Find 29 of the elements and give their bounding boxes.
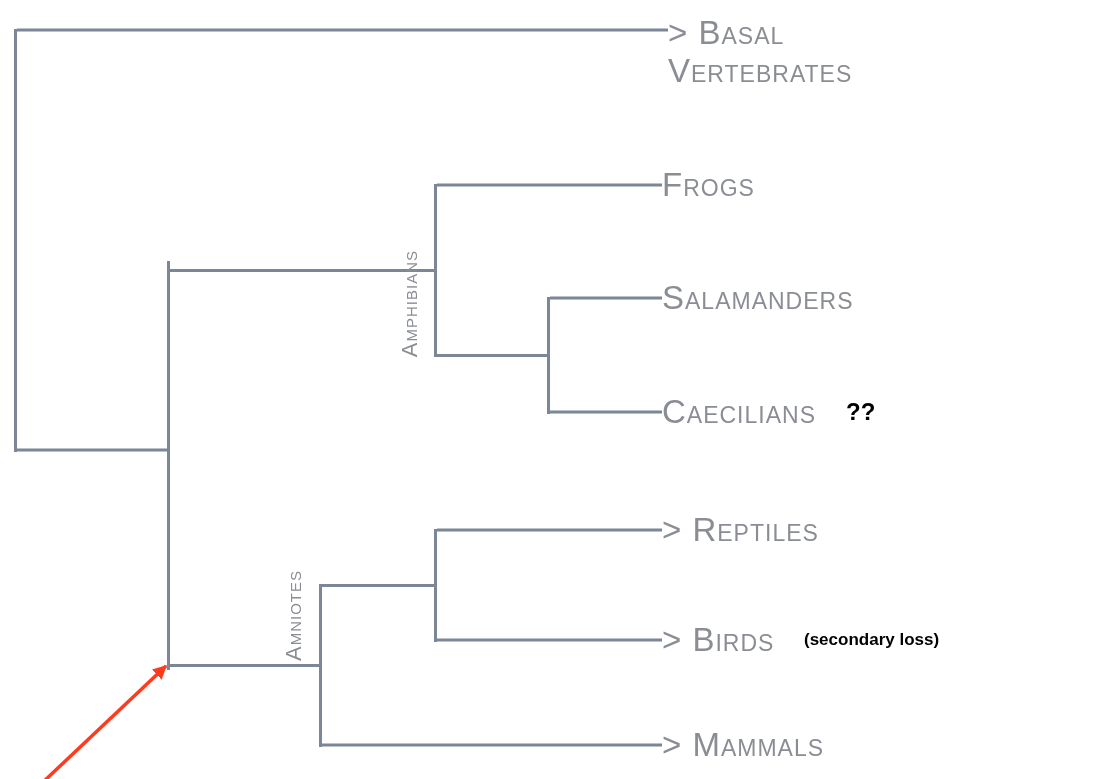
branch-line bbox=[437, 528, 662, 532]
branch-line bbox=[170, 269, 434, 272]
branch-line bbox=[550, 410, 662, 414]
clade-label: Amniotes bbox=[282, 570, 306, 661]
clade-branch-bar bbox=[433, 183, 437, 357]
branch-line bbox=[322, 743, 662, 747]
branch-line bbox=[550, 296, 662, 300]
branch-line bbox=[437, 638, 662, 642]
taxon-label: > Reptiles bbox=[662, 511, 819, 549]
clade-branch-bar bbox=[166, 260, 170, 670]
taxon-label: > Basal Vertebrates bbox=[668, 14, 918, 90]
branch-line bbox=[17, 28, 668, 32]
clade-label: Amphibians bbox=[398, 250, 422, 358]
branch-line bbox=[322, 584, 434, 587]
taxon-label: Frogs bbox=[662, 166, 755, 204]
note: ?? bbox=[846, 398, 876, 426]
clade-branch-bar bbox=[13, 28, 17, 452]
note: (secondary loss) bbox=[804, 630, 940, 650]
taxon-label: > Mammals bbox=[662, 726, 825, 764]
clade-branch-bar bbox=[433, 528, 437, 642]
taxon-label: Caecilians bbox=[662, 393, 816, 431]
clade-branch-bar bbox=[546, 296, 550, 414]
branch-line bbox=[437, 183, 662, 187]
branch-line bbox=[170, 664, 319, 667]
branch-line bbox=[17, 448, 167, 452]
taxon-label: > Birds bbox=[662, 621, 775, 659]
clade-branch-bar bbox=[318, 583, 322, 747]
taxon-label: Salamanders bbox=[662, 279, 854, 317]
branch-line bbox=[437, 354, 547, 357]
